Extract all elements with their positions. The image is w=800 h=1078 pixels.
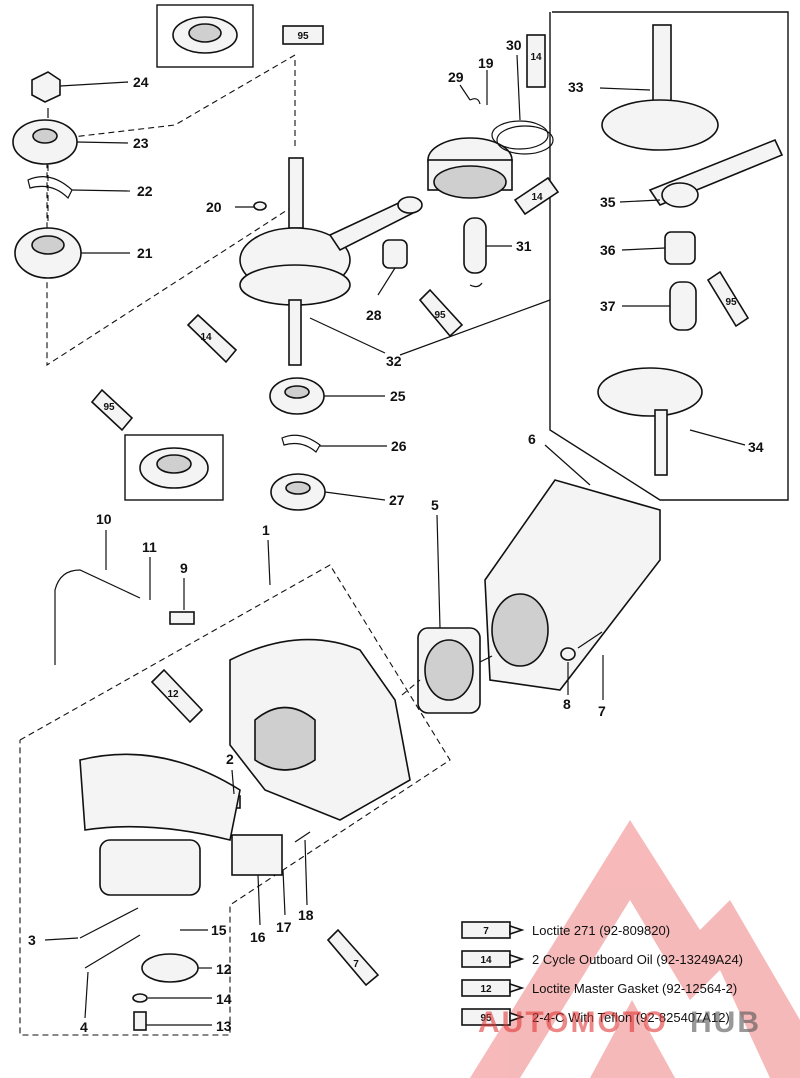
callout-14: 14 [216,991,232,1007]
svg-text:95: 95 [297,31,309,42]
legend-row-2-4-c-teflon: 95 2-4-C With Teflon (92-825407A12) [461,1008,730,1026]
svg-text:14: 14 [531,192,543,203]
tube-95-mid: 95 [418,288,464,338]
callout-7-right: 7 [598,703,606,719]
crankcase-group [19,479,661,1036]
svg-text:95: 95 [434,310,446,321]
tube-14-left: 14 [186,313,238,364]
tube-95-left: 95 [90,388,134,432]
svg-text:14: 14 [480,955,492,966]
callout-5: 5 [431,497,439,513]
callout-26: 26 [391,438,407,454]
svg-text:95: 95 [103,402,115,413]
seal-detail-box [156,4,254,68]
callout-20: 20 [206,199,222,215]
callout-8: 8 [563,696,571,712]
callout-29: 29 [448,69,464,85]
tube-14-mid: 14 [513,176,560,216]
lubricant-tubes: 95 14 14 95 14 95 95 12 [90,25,750,987]
callout-19: 19 [478,55,494,71]
svg-text:95: 95 [725,297,737,308]
legend-row-master-gasket: 12 Loctite Master Gasket (92-12564-2) [461,979,737,997]
svg-text:2 Cycle Outboard Oil (92-13249: 2 Cycle Outboard Oil (92-13249A24) [532,952,743,967]
legend-row-outboard-oil: 14 2 Cycle Outboard Oil (92-13249A24) [461,950,743,968]
svg-text:14: 14 [530,52,542,63]
watermark-text: AUTOMOTO HUB [478,1006,761,1039]
callout-33: 33 [568,79,584,95]
svg-text:12: 12 [480,984,492,995]
callout-37: 37 [600,298,616,314]
callout-23: 23 [133,135,149,151]
svg-text:12: 12 [167,689,179,700]
callout-10: 10 [96,511,112,527]
nut-part [31,71,61,103]
legend-row-loctite-271: 7 Loctite 271 (92-809820) [461,921,670,939]
callout-32: 32 [386,353,402,369]
tube-12: 12 [150,668,204,724]
callout-2: 2 [226,751,234,767]
callout-30: 30 [506,37,522,53]
callout-35: 35 [600,194,616,210]
watermark-logo [470,820,800,1078]
tube-7: 7 [326,928,380,987]
callout-22: 22 [137,183,153,199]
alternate-crankshaft-box [549,11,789,501]
callout-3: 3 [28,932,36,948]
callout-4: 4 [80,1019,88,1035]
callout-12: 12 [216,961,232,977]
callout-24: 24 [133,74,149,90]
svg-text:HUB: HUB [690,1006,761,1039]
callout-13: 13 [216,1018,232,1034]
callout-16: 16 [250,929,266,945]
seal-detail-box-lower [124,434,224,501]
svg-text:Loctite Master Gasket (92-1256: Loctite Master Gasket (92-12564-2) [532,981,737,996]
callout-27: 27 [389,492,405,508]
tube-95-top: 95 [282,25,324,45]
svg-text:95: 95 [480,1013,492,1024]
svg-text:AUTOMOTO: AUTOMOTO [478,1006,668,1039]
callout-25: 25 [390,388,406,404]
callout-34: 34 [748,439,764,455]
callout-21: 21 [137,245,153,261]
svg-text:7: 7 [483,926,489,937]
svg-text:2-4-C With Teflon (92-825407A1: 2-4-C With Teflon (92-825407A12) [532,1010,730,1025]
svg-text:7: 7 [353,959,359,970]
tube-14-top: 14 [526,34,546,88]
callout-31: 31 [516,238,532,254]
svg-text:14: 14 [200,332,212,343]
callout-15: 15 [211,922,227,938]
tube-95-right: 95 [706,270,750,328]
callout-18: 18 [298,907,314,923]
leader-lines [44,54,746,1026]
callout-28: 28 [366,307,382,323]
lubricant-legend: 7 Loctite 271 (92-809820) 14 2 Cycle Out… [461,921,743,1026]
callout-numbers: 24 23 22 21 20 29 19 30 31 28 32 25 26 2… [28,37,764,1035]
callout-36: 36 [600,242,616,258]
crankshaft-group [12,4,554,511]
callout-9: 9 [180,560,188,576]
callout-1: 1 [262,522,270,538]
callout-17: 17 [276,919,292,935]
callout-11: 11 [142,539,157,555]
callout-6: 6 [528,431,536,447]
svg-text:Loctite 271 (92-809820): Loctite 271 (92-809820) [532,923,670,938]
